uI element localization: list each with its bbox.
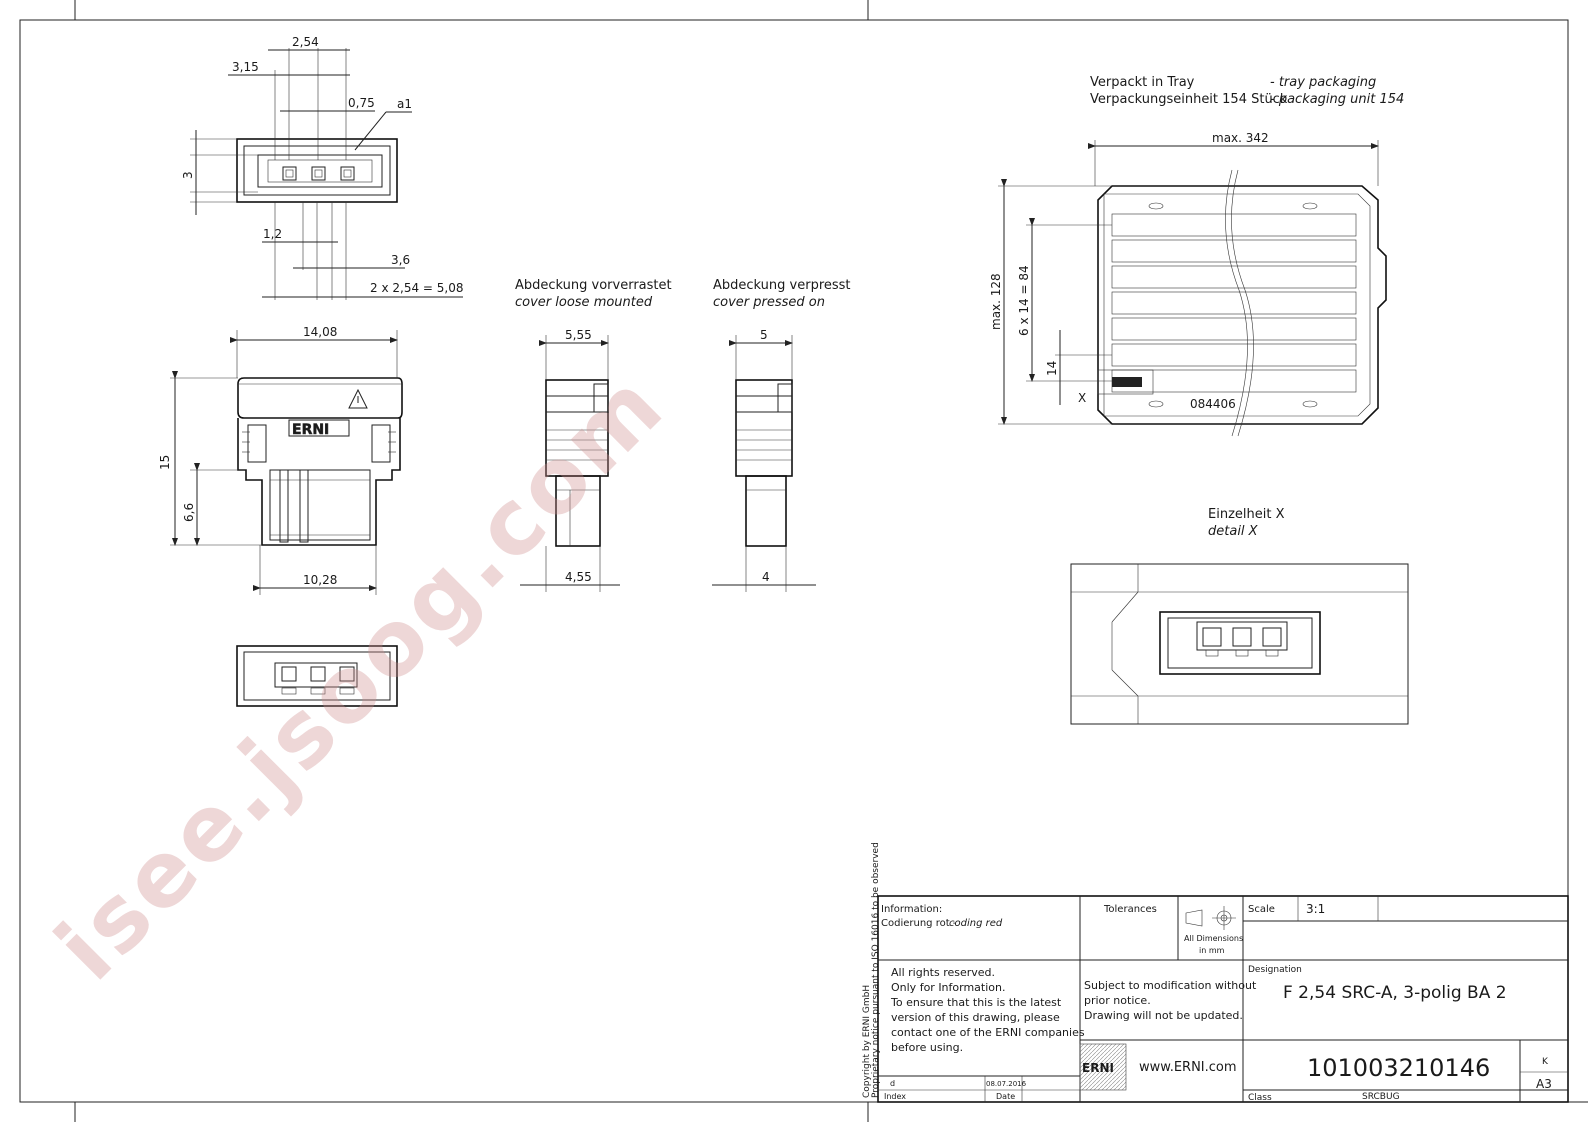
subject-line-1: Subject to modification without [1084, 979, 1257, 992]
dim-3-6: 3,6 [391, 253, 410, 267]
bottom-view [236, 645, 398, 707]
dim-4: 4 [762, 570, 770, 584]
tray-part-code: 084406 [1190, 397, 1236, 411]
dim-pin-width: 0,75 [348, 96, 375, 110]
dim-5-55: 5,55 [565, 328, 592, 342]
coding-de: Codierung rot - [881, 918, 957, 929]
tray-line1-de: Verpackt in Tray [1090, 75, 1195, 90]
dim-width-14-08: 14,08 [303, 325, 337, 339]
rights-line-6: before using. [891, 1041, 963, 1054]
dim-4-55: 4,55 [565, 570, 592, 584]
loose-title-de: Abdeckung vorverrastet [515, 278, 672, 293]
detail-title-en: detail X [1208, 524, 1259, 539]
tray-line2-de: Verpackungseinheit 154 Stück [1090, 92, 1288, 107]
date-value: 08.07.2016 [986, 1080, 1027, 1088]
sheet-size: A3 [1536, 1077, 1552, 1091]
dim-pitch: 2,54 [292, 35, 319, 49]
dim-height-15: 15 [158, 455, 172, 470]
dim-max-342: max. 342 [1212, 131, 1269, 145]
all-dimensions-2: in mm [1199, 946, 1225, 955]
pressed-title-en: cover pressed on [713, 295, 825, 310]
scale-value: 3:1 [1306, 902, 1325, 916]
detail-x-view: Einzelheit X detail X [1070, 507, 1409, 725]
website: www.ERNI.com [1139, 1060, 1237, 1075]
tray-rows [1111, 213, 1357, 393]
info-label: Information: [881, 904, 942, 915]
projection-symbol-icon [1185, 906, 1236, 930]
dim-width-10-28: 10,28 [303, 573, 337, 587]
loose-view: Abdeckung vorverrastet cover loose mount… [515, 278, 672, 592]
index-label: Index [884, 1092, 906, 1101]
sheet-frame [19, 0, 1588, 1122]
tray-line2-en: - packaging unit 154 [1270, 92, 1404, 107]
tray-detail-marker: X [1078, 391, 1086, 405]
watermark-text: isee.jsoog.com [36, 352, 685, 1001]
scale-label: Scale [1248, 904, 1275, 915]
revision: K [1542, 1057, 1549, 1067]
copyright-line-2: Proprietary notice pursuant to ISO 16016… [871, 842, 881, 1098]
class-label: Class [1248, 1093, 1272, 1103]
loose-title-en: cover loose mounted [515, 295, 653, 310]
date-label: Date [996, 1092, 1015, 1101]
rights-line-2: Only for Information. [891, 981, 1006, 994]
all-dimensions-1: All Dimensions [1184, 934, 1243, 943]
front-view: ERNI 14,08 15 6,6 10,28 [158, 325, 403, 595]
rights-line-4: version of this drawing, please [891, 1011, 1060, 1024]
rights-line-1: All rights reserved. [891, 966, 995, 979]
dim-height-3: 3 [181, 171, 195, 179]
rights-line-5: contact one of the ERNI companies [891, 1026, 1085, 1039]
dim-14: 14 [1045, 361, 1059, 376]
dim-a1-label: a1 [397, 97, 412, 111]
title-block: Copyright by ERNI GmbH Proprietary notic… [862, 842, 1569, 1103]
tray-view: Verpackt in Tray - tray packaging Verpac… [989, 75, 1404, 437]
rights-line-3: To ensure that this is the latest [890, 996, 1062, 1009]
part-number: 101003210146 [1307, 1054, 1490, 1082]
subject-line-3: Drawing will not be updated. [1084, 1009, 1243, 1022]
top-view: 2,54 3,15 0,75 a1 3 1,2 3,6 2 x 2,54 = 5… [181, 35, 464, 300]
tray-line1-en: - tray packaging [1270, 75, 1376, 90]
dim-max-128: max. 128 [989, 273, 1003, 330]
class-value: SRCBUG [1362, 1092, 1400, 1102]
index-value: d [890, 1079, 895, 1088]
designation-label: Designation [1248, 965, 1302, 975]
designation-value: F 2,54 SRC-A, 3-polig BA 2 [1283, 983, 1507, 1003]
dim-offset: 3,15 [232, 60, 259, 74]
dim-1-2: 1,2 [263, 227, 282, 241]
erni-logo-box [1079, 1043, 1127, 1091]
coding-en: coding red [949, 918, 1003, 929]
detail-title-de: Einzelheit X [1208, 507, 1285, 522]
erni-logo: ERNI [292, 422, 329, 438]
subject-line-2: prior notice. [1084, 994, 1151, 1007]
pressed-view: Abdeckung verpresst cover pressed on 5 4 [712, 278, 851, 592]
dim-total-pitch: 2 x 2,54 = 5,08 [370, 281, 464, 295]
pressed-title-de: Abdeckung verpresst [713, 278, 851, 293]
dim-6x14: 6 x 14 = 84 [1017, 265, 1031, 336]
title-erni-logo: ERNI [1082, 1061, 1114, 1075]
dim-height-6-6: 6,6 [182, 503, 196, 522]
dim-5: 5 [760, 328, 768, 342]
tolerances-label: Tolerances [1103, 904, 1157, 915]
copyright-line-1: Copyright by ERNI GmbH [862, 985, 872, 1098]
